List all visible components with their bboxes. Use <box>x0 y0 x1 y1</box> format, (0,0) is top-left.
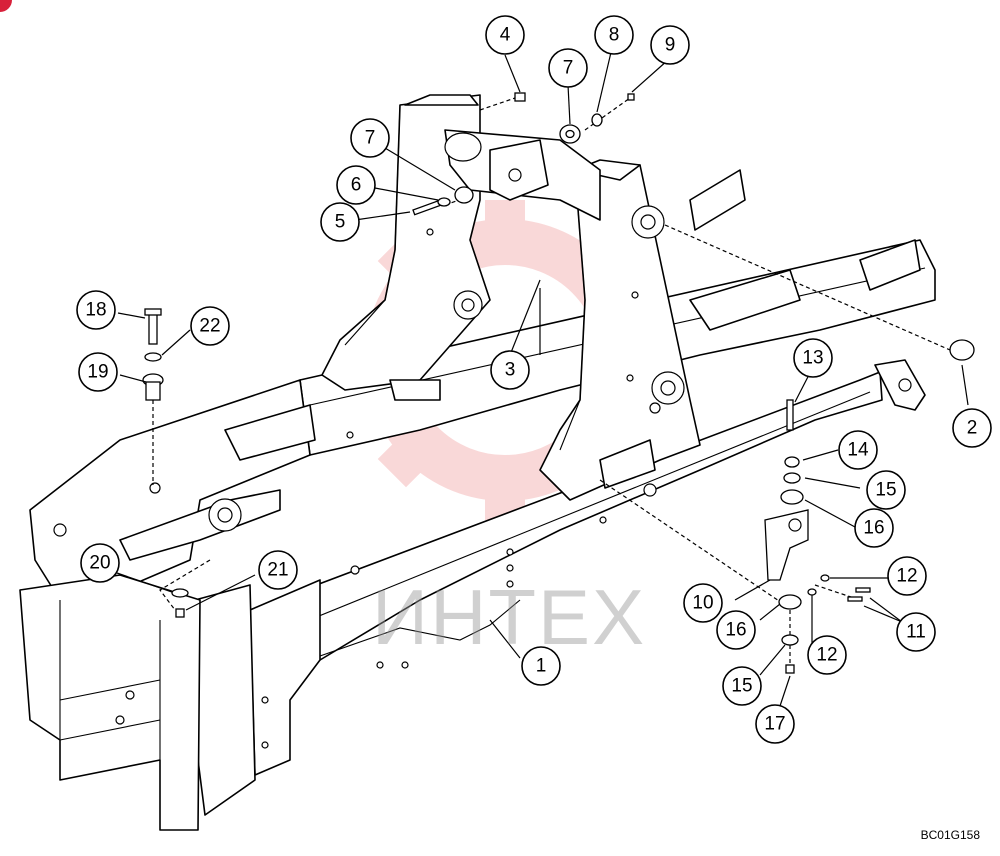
callout-16-upper: 16 <box>854 508 894 548</box>
callout-8: 8 <box>594 15 634 55</box>
svg-text:15: 15 <box>875 480 896 501</box>
callout-11: 11 <box>896 612 936 652</box>
callout-9: 9 <box>650 25 690 65</box>
callout-5: 5 <box>320 202 360 242</box>
svg-text:17: 17 <box>764 714 785 735</box>
svg-text:20: 20 <box>89 553 110 574</box>
svg-text:15: 15 <box>731 676 752 697</box>
callout-4: 4 <box>485 15 525 55</box>
loader-tower <box>321 94 701 501</box>
callout-14: 14 <box>838 430 878 470</box>
svg-text:18: 18 <box>85 300 106 321</box>
svg-text:6: 6 <box>351 175 362 196</box>
svg-text:5: 5 <box>335 212 346 233</box>
drawing-code: BC01G158 <box>920 828 980 842</box>
svg-text:1: 1 <box>536 656 547 677</box>
svg-text:7: 7 <box>365 128 376 149</box>
svg-text:10: 10 <box>692 593 713 614</box>
svg-text:13: 13 <box>802 348 823 369</box>
callout-22: 22 <box>190 306 230 346</box>
callout-bubbles: 1 2 3 4 5 6 7 7 8 9 10 11 12 12 13 14 15… <box>76 15 992 744</box>
callout-15-lower: 15 <box>722 666 762 706</box>
svg-text:8: 8 <box>609 25 620 46</box>
svg-text:9: 9 <box>665 35 676 56</box>
callout-1: 1 <box>521 646 561 686</box>
callout-19: 19 <box>78 352 118 392</box>
leader-lines <box>116 47 969 713</box>
callout-7-lower: 7 <box>350 118 390 158</box>
svg-text:2: 2 <box>967 418 978 439</box>
callout-20: 20 <box>80 543 120 583</box>
callout-13: 13 <box>793 338 833 378</box>
svg-text:12: 12 <box>816 645 837 666</box>
callout-2: 2 <box>952 408 992 448</box>
svg-text:11: 11 <box>906 622 926 643</box>
svg-text:12: 12 <box>896 566 917 587</box>
svg-text:3: 3 <box>505 360 516 381</box>
callout-12-upper: 12 <box>887 556 927 596</box>
svg-text:16: 16 <box>863 518 884 539</box>
callout-17: 17 <box>755 704 795 744</box>
hardware-parts <box>142 92 975 674</box>
svg-text:4: 4 <box>500 25 511 46</box>
svg-text:14: 14 <box>847 440 869 461</box>
callout-16-lower: 16 <box>716 610 756 650</box>
svg-text:7: 7 <box>563 58 574 79</box>
callout-21: 21 <box>258 550 298 590</box>
callout-12-lower: 12 <box>807 635 847 675</box>
callout-18: 18 <box>76 290 116 330</box>
svg-text:16: 16 <box>725 620 746 641</box>
svg-text:22: 22 <box>199 316 220 337</box>
callout-3: 3 <box>490 350 530 390</box>
callout-7-upper: 7 <box>548 48 588 88</box>
callout-6: 6 <box>336 165 376 205</box>
svg-text:19: 19 <box>87 362 108 383</box>
watermark-text: ИНТЕХ <box>372 573 647 661</box>
callout-15-upper: 15 <box>866 470 906 510</box>
svg-text:21: 21 <box>267 560 288 581</box>
callout-10: 10 <box>683 583 723 623</box>
